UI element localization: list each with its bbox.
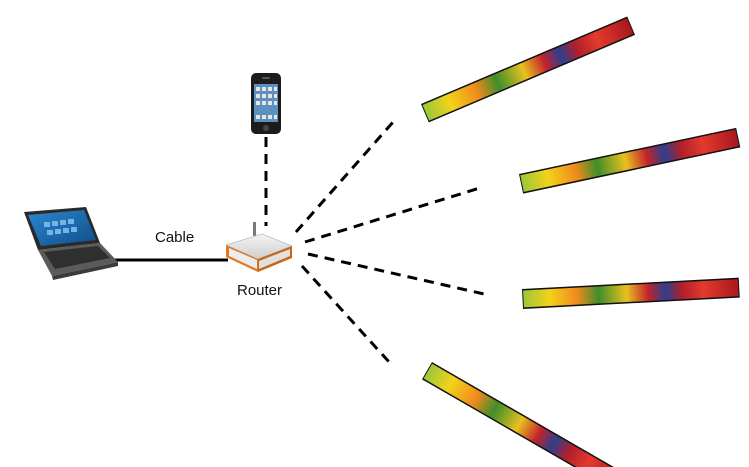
cable-label: Cable [155,229,195,246]
stretched-bar-display-icon [522,277,740,309]
stretched-bar-display-icon [519,127,741,194]
stretched-bar-display-icon [422,362,625,467]
link-display-4 [300,264,392,365]
link-display-2 [304,185,484,244]
link-display-3 [307,252,485,296]
wireless-links [264,120,485,365]
link-display-1 [294,120,396,233]
smartphone-icon [251,73,281,134]
router-icon [224,222,294,272]
laptop-icon [24,207,118,280]
router-label: Router [237,282,283,299]
stretched-bar-display-icon [421,16,636,123]
